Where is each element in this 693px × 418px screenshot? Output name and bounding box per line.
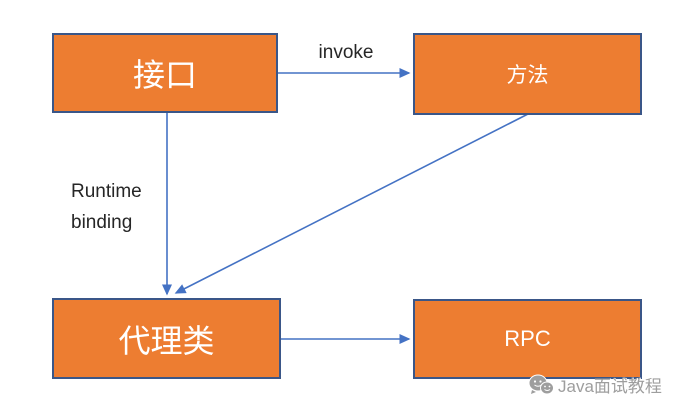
wechat-icon	[528, 374, 554, 396]
watermark-text: Java面试教程	[558, 377, 662, 396]
node-proxy: 代理类	[52, 298, 281, 379]
node-rpc-label: RPC	[504, 326, 551, 351]
node-method: 方法	[413, 33, 642, 115]
node-interface-label: 接口	[132, 57, 197, 93]
edge-label-runtime-binding: Runtime binding	[71, 181, 142, 233]
node-method-label: 方法	[506, 64, 549, 87]
node-rpc: RPC	[413, 299, 642, 379]
arrow-method-to-proxy	[174, 113, 529, 294]
node-proxy-label: 代理类	[118, 322, 215, 359]
watermark: Java面试教程	[528, 372, 662, 397]
node-interface: 接口	[52, 33, 278, 113]
edge-label-invoke: invoke	[318, 42, 374, 63]
